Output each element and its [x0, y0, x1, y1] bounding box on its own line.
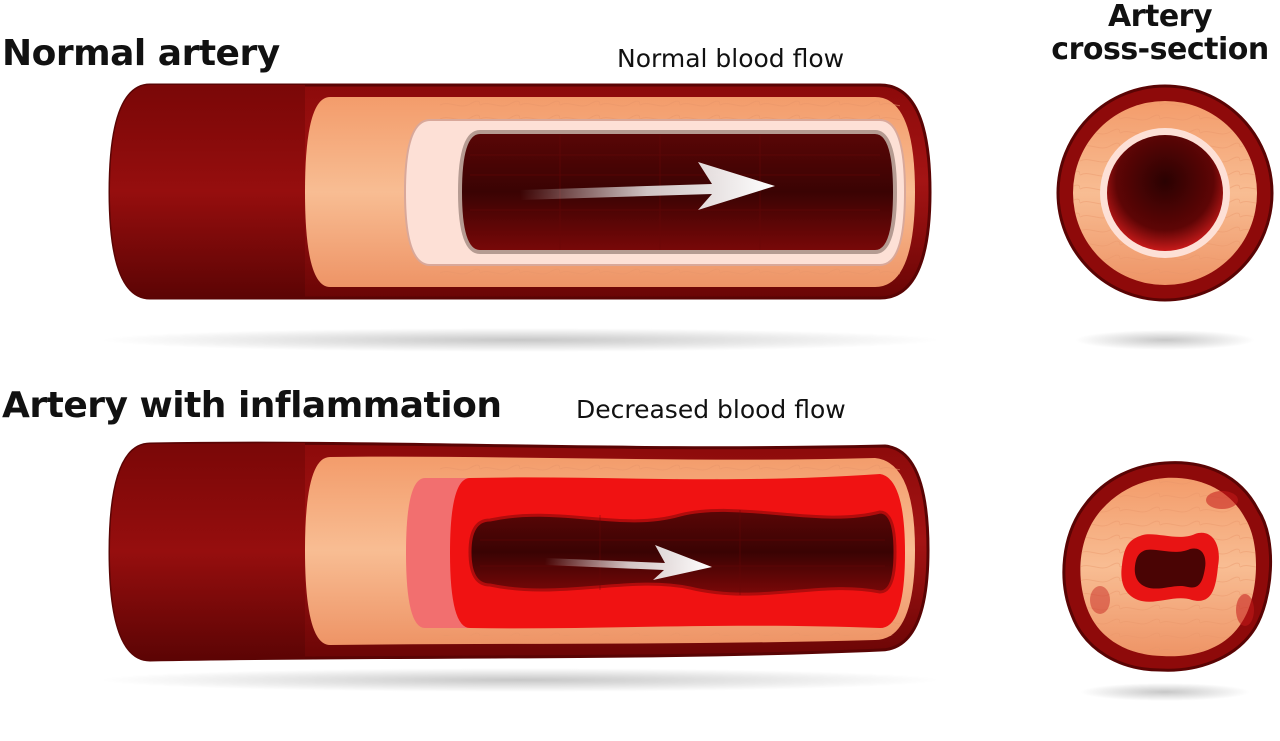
inflamed-artery-illustration — [100, 441, 940, 692]
decreased-blood-flow-label: Decreased blood flow — [576, 395, 846, 424]
normal-flow-arrow — [520, 162, 775, 210]
inflamed-artery-shadow — [100, 668, 940, 692]
normal-artery-title: Normal artery — [2, 33, 280, 74]
inflamed-artery-end-cap — [110, 443, 305, 660]
normal-artery-illustration — [100, 83, 940, 352]
normal-artery-end-cap — [110, 85, 305, 298]
normal-cross-section — [1056, 84, 1274, 350]
normal-artery-shadow — [100, 328, 940, 352]
cross-section-heading-line1: Artery — [1107, 0, 1213, 34]
inflamed-flow-arrow — [545, 545, 712, 580]
normal-blood-flow-label: Normal blood flow — [617, 44, 845, 73]
inflamed-cross-section-lumen — [1134, 548, 1206, 589]
inflamed-artery-lumen — [468, 508, 897, 596]
normal-cross-section-lumen — [1107, 135, 1223, 251]
inflamed-artery-title: Artery with inflammation — [2, 385, 502, 426]
cross-section-heading: Artery cross-section — [1040, 0, 1280, 66]
inflamed-cross-section — [1062, 461, 1273, 701]
cross-section-heading-line2: cross-section — [1051, 32, 1269, 67]
